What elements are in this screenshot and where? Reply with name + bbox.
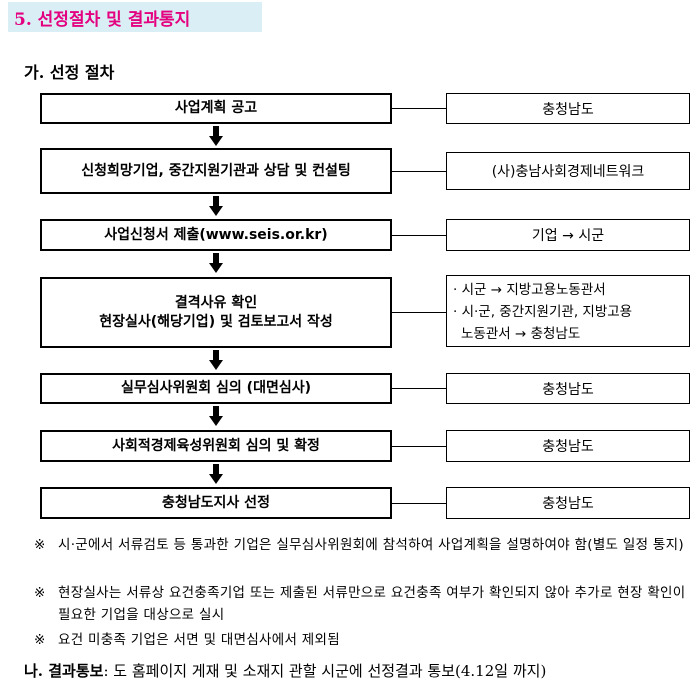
step-box-5: 실무심사위원회 심의 (대면심사) [40, 373, 392, 404]
party-box-7: 충청남도 [446, 487, 690, 519]
party-box-6: 충청남도 [446, 430, 690, 462]
result-notice-label: 나. 결과통보 [24, 662, 104, 680]
step-4-line-1: 결격사유 확인 [174, 294, 258, 311]
party-box-5: 충청남도 [446, 373, 690, 404]
note-3-mark: ※ [34, 632, 46, 648]
note-1: ※ 시·군에서 서류검토 등 통과한 기업은 실무심사위원회에 참석하여 사업계… [34, 534, 694, 556]
down-arrow-icon [209, 196, 223, 216]
step-box-6: 사회적경제육성위원회 심의 및 확정 [40, 430, 392, 462]
connector-line-4 [392, 312, 446, 313]
connector-line-5 [392, 388, 446, 389]
party-4-line-1: · 시군 → 지방고용노동관서 [453, 282, 606, 298]
note-2: ※ 현장실사는 서류상 요건충족기업 또는 제출된 서류만으로 요건충족 여부가… [34, 582, 694, 626]
result-notice: 나. 결과통보: 도 홈페이지 게재 및 소재지 관할 시군에 선정결과 통보(… [24, 660, 546, 681]
connector-line-1 [392, 108, 446, 109]
party-box-2: (사)충남사회경제네트워크 [446, 152, 690, 190]
step-box-4: 결격사유 확인 현장실사(해당기업) 및 검토보고서 작성 [40, 277, 392, 348]
note-3: ※ 요건 미충족 기업은 서면 및 대면심사에서 제외됨 [34, 629, 694, 651]
down-arrow-icon [209, 406, 223, 426]
connector-line-6 [392, 446, 446, 447]
party-box-1: 충청남도 [446, 93, 690, 124]
section-banner [8, 2, 262, 32]
connector-line-3 [392, 235, 446, 236]
step-box-3: 사업신청서 제출(www.seis.or.kr) [40, 219, 392, 251]
note-2-text: 현장실사는 서류상 요건충족기업 또는 제출된 서류만으로 요건충족 여부가 확… [58, 585, 686, 623]
down-arrow-icon [209, 253, 223, 273]
down-arrow-icon [209, 350, 223, 370]
down-arrow-icon [209, 126, 223, 146]
note-1-text: 시·군에서 서류검토 등 통과한 기업은 실무심사위원회에 참석하여 사업계획을… [58, 537, 684, 553]
note-2-mark: ※ [34, 585, 46, 601]
step-box-7: 충청남도지사 선정 [40, 487, 392, 519]
party-4-line-3: 노동관서 → 충청남도 [461, 326, 581, 342]
step-4-line-2: 현장실사(해당기업) 및 검토보고서 작성 [99, 313, 333, 330]
connector-line-2 [392, 171, 446, 172]
note-3-text: 요건 미충족 기업은 서면 및 대면심사에서 제외됨 [58, 632, 340, 648]
note-1-mark: ※ [34, 537, 46, 553]
section-title: 5. 선정절차 및 결과통지 [14, 10, 191, 30]
down-arrow-icon [209, 464, 223, 484]
party-box-3: 기업 → 시군 [446, 219, 690, 251]
result-notice-text: : 도 홈페이지 게재 및 소재지 관할 시군에 선정결과 통보(4.12일 까… [103, 662, 547, 680]
step-box-1: 사업계획 공고 [40, 93, 392, 124]
subsection-title: 가. 선정 절차 [24, 63, 115, 82]
connector-line-7 [392, 503, 446, 504]
step-box-2: 신청희망기업, 중간지원기관과 상담 및 컨설팅 [40, 148, 392, 194]
party-4-line-2: · 시·군, 중간지원기관, 지방고용 [453, 304, 633, 320]
party-box-4: · 시군 → 지방고용노동관서 · 시·군, 중간지원기관, 지방고용 노동관서… [446, 275, 690, 347]
